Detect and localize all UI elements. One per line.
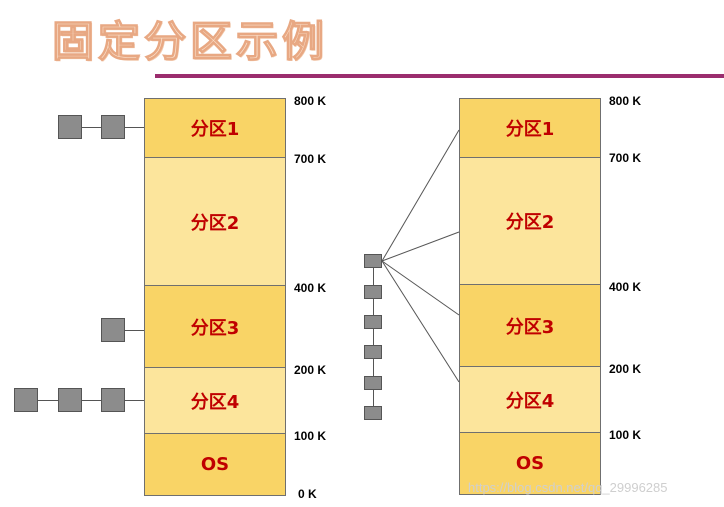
partition-label: 分区2 <box>190 212 240 234</box>
watermark: https://blog.csdn.net/qq_29996285 <box>468 480 668 495</box>
partition-1-left: 分区1 <box>145 99 285 158</box>
process-box <box>364 406 382 420</box>
tick-label: 0 K <box>298 487 317 501</box>
partition-label: 分区4 <box>190 391 240 413</box>
dispatch-line <box>381 231 460 262</box>
partition-2-right: 分区2 <box>460 158 600 285</box>
process-box <box>364 285 382 299</box>
partition-label: 分区3 <box>190 317 240 339</box>
queue-connector <box>125 330 144 331</box>
title-rule <box>155 74 724 78</box>
tick-label: 700 K <box>294 152 327 166</box>
process-box <box>364 345 382 359</box>
partition-label: 分区3 <box>505 316 555 338</box>
process-box <box>58 388 82 412</box>
tick-label: 100 K <box>609 428 642 442</box>
partition-1-right: 分区1 <box>460 99 600 158</box>
dispatch-line <box>381 260 460 383</box>
tick-label: 800 K <box>294 94 327 108</box>
partition-3-right: 分区3 <box>460 285 600 367</box>
tick-label: 200 K <box>609 362 642 376</box>
queue-connector <box>38 400 144 401</box>
process-box <box>14 388 38 412</box>
process-box <box>364 315 382 329</box>
process-box <box>58 115 82 139</box>
memory-right: 分区1 分区2 分区3 分区4 OS <box>459 98 601 495</box>
partition-label: 分区1 <box>190 119 240 140</box>
process-box <box>364 376 382 390</box>
partition-label: 分区1 <box>505 119 555 140</box>
partition-4-left: 分区4 <box>145 368 285 434</box>
partition-os-left: OS <box>145 434 285 495</box>
partition-4-right: 分区4 <box>460 367 600 433</box>
dispatch-line <box>381 260 460 316</box>
memory-left: 分区1 分区2 分区3 分区4 OS <box>144 98 286 496</box>
tick-label: 400 K <box>294 281 327 295</box>
partition-3-left: 分区3 <box>145 286 285 368</box>
tick-label: 800 K <box>609 94 642 108</box>
process-box <box>101 318 125 342</box>
partition-label: 分区2 <box>505 212 555 233</box>
process-box <box>101 388 125 412</box>
partition-os-right: OS <box>460 433 600 494</box>
tick-label: 700 K <box>609 151 642 165</box>
partition-label: OS <box>515 453 545 474</box>
partition-2-left: 分区2 <box>145 158 285 286</box>
queue-connector <box>373 261 374 413</box>
tick-label: 200 K <box>294 363 327 377</box>
dispatch-line <box>381 129 460 262</box>
partition-label: OS <box>200 454 230 475</box>
page-title: 固定分区示例 <box>51 16 329 66</box>
process-box <box>101 115 125 139</box>
partition-label: 分区4 <box>505 390 555 412</box>
tick-label: 400 K <box>609 280 642 294</box>
tick-label: 100 K <box>294 429 327 443</box>
process-box <box>364 254 382 268</box>
